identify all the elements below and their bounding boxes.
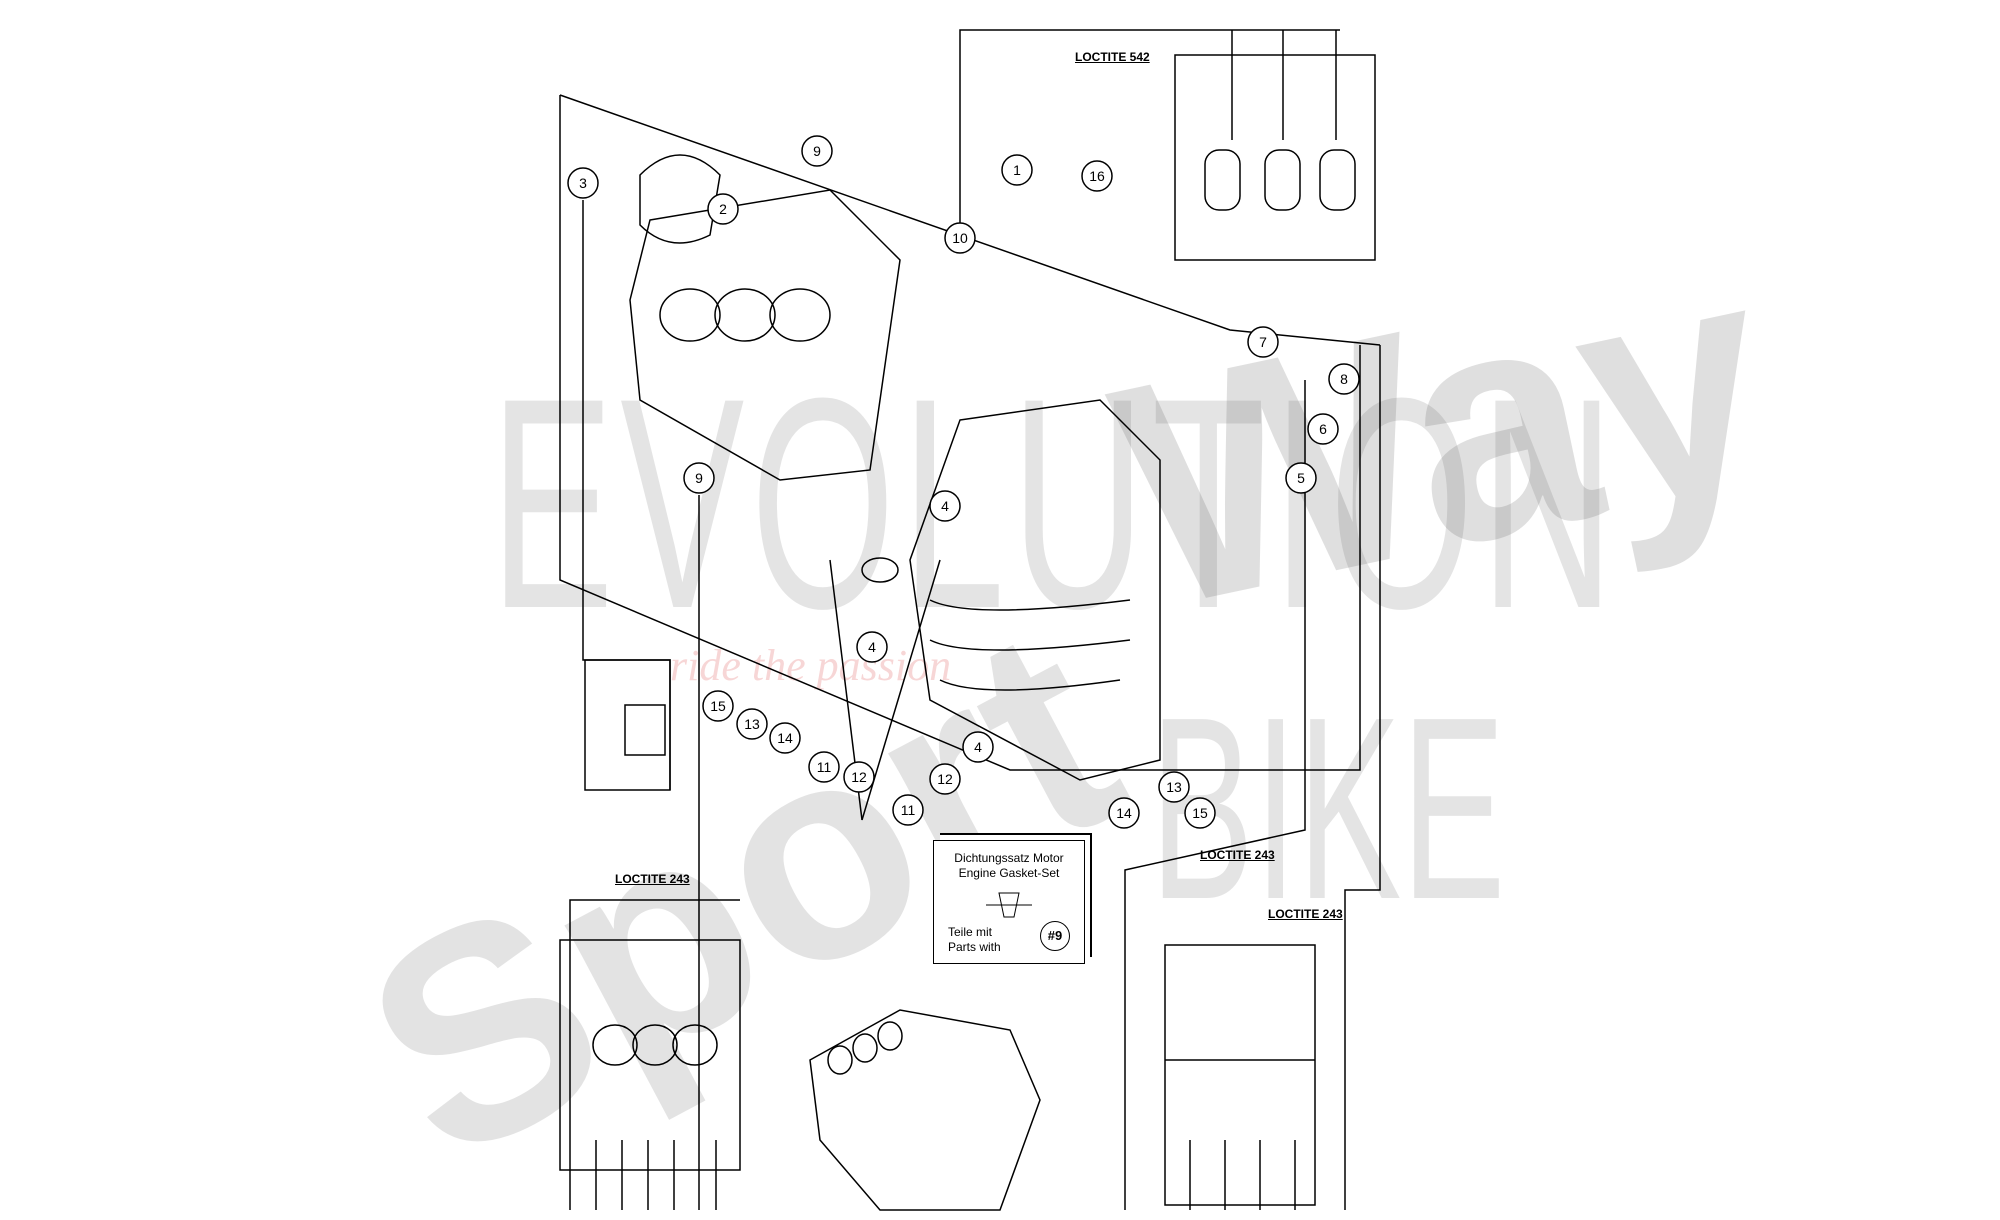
callout-circle [1158, 771, 1190, 803]
detail-upper-right [1174, 30, 1376, 261]
callout-circle [962, 731, 994, 763]
upper-crankcase [629, 154, 901, 481]
callout-number: 13 [1166, 779, 1182, 795]
loctite-243-label: LOCTITE 243 [615, 872, 690, 886]
callout-number: 4 [941, 498, 949, 514]
callout-2: 2 [707, 193, 739, 225]
callout-8: 8 [1328, 363, 1360, 395]
callout-circle [1307, 413, 1339, 445]
callout-number: 16 [1089, 168, 1105, 184]
callout-9: 9 [801, 135, 833, 167]
callout-circle [929, 763, 961, 795]
callout-number: 6 [1319, 421, 1327, 437]
callout-11: 11 [892, 794, 924, 826]
parts-label-de: Teile mit [948, 925, 993, 939]
callout-number: 8 [1340, 371, 1348, 387]
callout-12: 12 [929, 763, 961, 795]
callout-circle [944, 222, 976, 254]
callout-4: 4 [962, 731, 994, 763]
callout-circle [843, 761, 875, 793]
callout-number: 2 [719, 201, 727, 217]
parts-badge: #9 [1040, 921, 1070, 951]
callout-circle [801, 135, 833, 167]
callout-15: 15 [1184, 797, 1216, 829]
callout-circle [1108, 797, 1140, 829]
loctite-243-label: LOCTITE 243 [1268, 907, 1343, 921]
callout-14: 14 [769, 722, 801, 754]
callout-circle [1247, 326, 1279, 358]
callout-number: 1 [1013, 162, 1021, 178]
callout-13: 13 [736, 708, 768, 740]
detail-starter [584, 659, 671, 791]
callout-14: 14 [1108, 797, 1140, 829]
callout-circle [856, 631, 888, 663]
callout-15: 15 [702, 690, 734, 722]
callout-circle [929, 490, 961, 522]
parts-label-en: Parts with [948, 940, 1001, 954]
callout-number: 4 [974, 739, 982, 755]
callout-12: 12 [843, 761, 875, 793]
callout-number: 12 [851, 769, 867, 785]
callout-number: 10 [952, 230, 968, 246]
callout-10: 10 [944, 222, 976, 254]
callout-number: 3 [579, 175, 587, 191]
callout-circle [707, 193, 739, 225]
gasket-title-en: Engine Gasket-Set [958, 866, 1060, 880]
callout-4: 4 [929, 490, 961, 522]
callout-number: 5 [1297, 470, 1305, 486]
callout-circle [683, 462, 715, 494]
gasket-set-box: Dichtungssatz Motor Engine Gasket-Set Te… [933, 840, 1085, 964]
callout-circle [1285, 462, 1317, 494]
loctite-243-label: LOCTITE 243 [1200, 848, 1275, 862]
assembled-engine [809, 1009, 1041, 1211]
callout-number: 11 [901, 802, 916, 818]
callout-number: 12 [937, 771, 953, 787]
callout-number: 9 [695, 470, 703, 486]
callout-16: 16 [1081, 160, 1113, 192]
callout-4: 4 [856, 631, 888, 663]
callout-1: 1 [1001, 154, 1033, 186]
callout-11: 11 [808, 751, 840, 783]
callout-number: 15 [710, 698, 726, 714]
callout-13: 13 [1158, 771, 1190, 803]
callout-circle [892, 794, 924, 826]
callout-5: 5 [1285, 462, 1317, 494]
callout-number: 14 [1116, 805, 1132, 821]
callout-number: 4 [868, 639, 876, 655]
callout-9: 9 [683, 462, 715, 494]
callout-circle [1001, 154, 1033, 186]
loctite-542-label: LOCTITE 542 [1075, 50, 1150, 64]
callout-number: 15 [1192, 805, 1208, 821]
callout-circle [736, 708, 768, 740]
callout-number: 9 [813, 143, 821, 159]
callout-circle [702, 690, 734, 722]
gasket-title-de: Dichtungssatz Motor [954, 851, 1064, 865]
callout-number: 14 [777, 730, 793, 746]
brand-logo-icon [986, 892, 1032, 918]
callout-number: 7 [1259, 334, 1267, 350]
frame-lines [559, 29, 1381, 1210]
callout-circle [567, 167, 599, 199]
callout-circle [769, 722, 801, 754]
callout-circle [1328, 363, 1360, 395]
callout-7: 7 [1247, 326, 1279, 358]
callout-circle [1081, 160, 1113, 192]
callout-number: 13 [744, 716, 760, 732]
callout-circle [1184, 797, 1216, 829]
callout-number: 11 [817, 759, 832, 775]
callout-3: 3 [567, 167, 599, 199]
callout-circle [808, 751, 840, 783]
lower-crankcase [861, 399, 1161, 781]
detail-lower-left [559, 899, 741, 1210]
callout-6: 6 [1307, 413, 1339, 445]
detail-lower-right [1164, 944, 1316, 1210]
